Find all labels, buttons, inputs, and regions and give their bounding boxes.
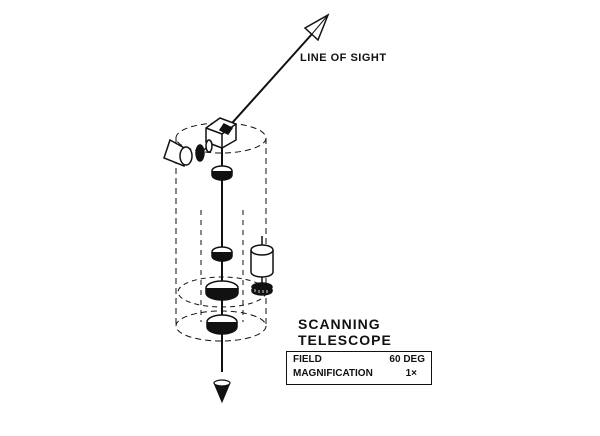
inner-dashed-lines xyxy=(200,210,244,322)
lens-3 xyxy=(205,280,239,301)
lens-4 xyxy=(206,314,238,335)
spec-row-magnification: MAGNIFICATION 1× xyxy=(293,368,425,382)
lens-2 xyxy=(211,246,233,262)
arrowhead-shade xyxy=(311,14,329,35)
spec-value: 1× xyxy=(405,368,417,379)
drive-gear-teeth xyxy=(254,289,268,293)
side-motor xyxy=(163,138,213,168)
spec-name: FIELD xyxy=(293,354,322,365)
output-arrowhead-base xyxy=(213,379,231,387)
lens-1 xyxy=(211,165,233,181)
line-of-sight-ray xyxy=(223,33,313,133)
spec-row-field: FIELD 60 DEG xyxy=(293,354,425,368)
title-line-2: TELESCOPE xyxy=(298,332,392,348)
spec-table: FIELD 60 DEG MAGNIFICATION 1× xyxy=(286,351,432,385)
right-drive-motor xyxy=(250,236,274,296)
line-of-sight-label: LINE OF SIGHT xyxy=(300,52,387,64)
spec-name: MAGNIFICATION xyxy=(293,368,373,379)
spec-value: 60 DEG xyxy=(389,354,425,365)
title-line-1: SCANNING xyxy=(298,316,381,332)
